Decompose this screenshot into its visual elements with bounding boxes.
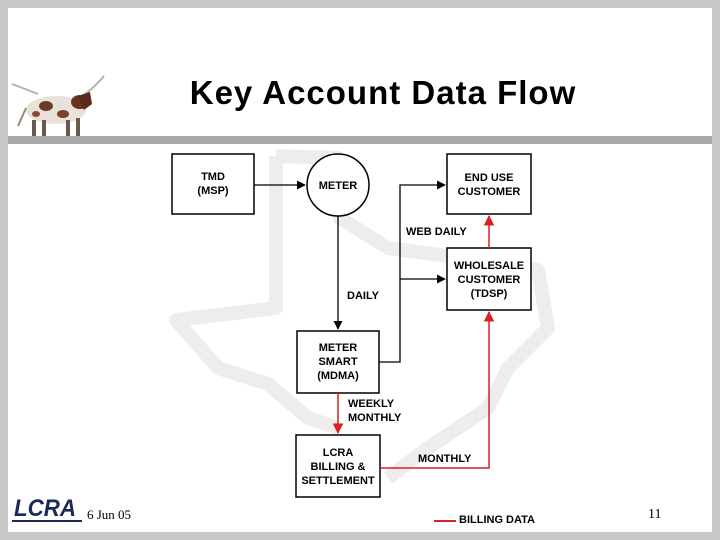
node-tmd-line-2: (MSP) bbox=[197, 185, 229, 197]
slide-title: Key Account Data Flow bbox=[189, 74, 577, 111]
node-tmd: TMD (MSP) bbox=[171, 153, 255, 215]
node-wholesale-line-3: (TDSP) bbox=[471, 288, 508, 300]
footer-date: 6 Jun 05 bbox=[87, 507, 132, 522]
edge-label-daily: DAILY bbox=[347, 290, 380, 302]
edge-meter-smart-to-end-use bbox=[379, 180, 446, 363]
node-end-use-customer: END USE CUSTOMER bbox=[446, 153, 532, 215]
node-meter-smart: METER SMART (MDMA) bbox=[296, 330, 380, 394]
node-lcra-line-2: BILLING & bbox=[311, 461, 366, 473]
longhorn-image bbox=[11, 75, 105, 142]
page-number: 11 bbox=[648, 507, 662, 522]
edge-label-monthly-2: MONTHLY bbox=[418, 453, 472, 465]
node-meter-smart-line-2: SMART bbox=[318, 356, 357, 368]
edge-lcra-to-wholesale bbox=[380, 310, 495, 469]
title-divider bbox=[8, 136, 712, 144]
edge-label-monthly-1: MONTHLY bbox=[348, 412, 402, 424]
edges-billing bbox=[332, 214, 495, 469]
data-flow-diagram: TMD (MSP) METER END USE CUSTOMER WHOLESA… bbox=[169, 149, 555, 498]
node-lcra-line-3: SETTLEMENT bbox=[301, 475, 375, 487]
edge-label-web-daily: WEB DAILY bbox=[406, 226, 467, 238]
node-end-use-line-1: END USE bbox=[465, 172, 514, 184]
node-lcra-line-1: LCRA bbox=[323, 447, 354, 459]
legend-billing-label: BILLING DATA bbox=[459, 514, 535, 526]
slide: Key Account Data Flow TMD (MSP) METER bbox=[8, 8, 712, 532]
edges-data bbox=[254, 180, 446, 363]
title-band bbox=[8, 8, 712, 136]
edge-label-weekly: WEEKLY bbox=[348, 398, 395, 410]
svg-text:LCRA: LCRA bbox=[14, 495, 76, 520]
node-meter-line-1: METER bbox=[319, 180, 358, 192]
lcra-logo-underline bbox=[12, 520, 82, 522]
node-end-use-line-2: CUSTOMER bbox=[458, 186, 521, 198]
node-meter-smart-line-1: METER bbox=[319, 342, 358, 354]
node-tmd-line-1: TMD bbox=[201, 171, 225, 183]
legend-billing-swatch bbox=[434, 520, 456, 522]
node-meter-smart-line-3: (MDMA) bbox=[317, 370, 359, 382]
node-wholesale-line-2: CUSTOMER bbox=[458, 274, 521, 286]
node-wholesale-line-1: WHOLESALE bbox=[454, 260, 524, 272]
node-lcra-billing: LCRA BILLING & SETTLEMENT bbox=[295, 434, 381, 498]
lcra-logo: LCRA bbox=[14, 495, 76, 520]
node-meter: METER bbox=[306, 153, 370, 217]
node-wholesale-customer: WHOLESALE CUSTOMER (TDSP) bbox=[446, 247, 532, 311]
